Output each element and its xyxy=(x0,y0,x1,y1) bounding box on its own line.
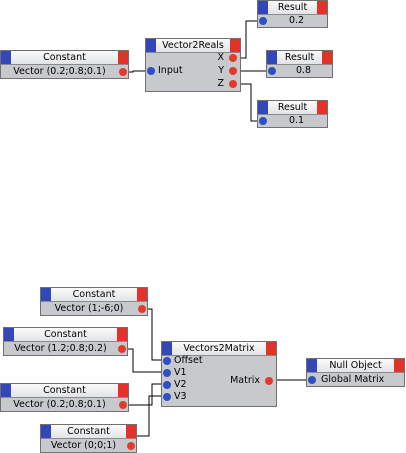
result-node-y[interactable]: Result 0.8 xyxy=(266,50,333,78)
result-node-z[interactable]: Result 0.1 xyxy=(257,100,328,128)
result-value: 0.2 xyxy=(288,15,305,26)
constant-node-4[interactable]: Constant Vector (0;0;1) xyxy=(40,424,137,453)
input-port-v3[interactable] xyxy=(163,393,171,401)
vectors2matrix-node[interactable]: Vectors2Matrix Offset V1 V2 V3 Matrix xyxy=(161,341,277,407)
port-label-z: Z xyxy=(217,78,224,89)
output-port-matrix[interactable] xyxy=(265,377,273,385)
node-title: Vectors2Matrix xyxy=(183,343,255,354)
node-title: Result xyxy=(277,2,308,13)
wire-constant3-to-v2 xyxy=(124,383,166,406)
output-port-y[interactable] xyxy=(229,67,237,75)
port-label-offset: Offset xyxy=(174,355,203,366)
input-port[interactable] xyxy=(268,67,276,75)
input-port-global-matrix[interactable] xyxy=(308,376,316,384)
node-title: Vector2Reals xyxy=(162,40,224,51)
node-title: Constant xyxy=(67,426,110,437)
result-value: 0.8 xyxy=(295,65,312,76)
port-label-v2: V2 xyxy=(174,379,187,390)
input-port-offset[interactable] xyxy=(163,357,171,365)
node-title: Result xyxy=(277,102,308,113)
node-title: Constant xyxy=(72,289,116,300)
node-title: Constant xyxy=(43,52,86,63)
output-port[interactable] xyxy=(119,68,127,76)
port-label-global-matrix: Global Matrix xyxy=(321,374,385,385)
vector2reals-node[interactable]: Vector2Reals Input X Y Z xyxy=(145,38,241,92)
wire-constant2-to-v1 xyxy=(123,348,166,373)
output-port[interactable] xyxy=(138,305,146,313)
port-label-matrix: Matrix xyxy=(230,375,260,386)
constant-node[interactable]: Constant Vector (0.2;0.8;0.1) xyxy=(0,50,129,79)
output-port[interactable] xyxy=(119,401,127,409)
node-title: Result xyxy=(284,52,315,63)
constant-value: Vector (0.2;0.8;0.1) xyxy=(13,66,106,77)
constant-node-3[interactable]: Constant Vector (0.2;0.8;0.1) xyxy=(0,383,129,412)
constant-value: Vector (1;-6;0) xyxy=(54,303,124,314)
result-value: 0.1 xyxy=(288,115,305,126)
node-title: Constant xyxy=(43,385,86,396)
port-label-v1: V1 xyxy=(174,367,187,378)
input-port-v2[interactable] xyxy=(163,381,171,389)
output-port-z[interactable] xyxy=(229,80,237,88)
constant-value: Vector (0;0;1) xyxy=(50,440,117,451)
output-port[interactable] xyxy=(118,345,126,353)
input-port[interactable] xyxy=(259,17,267,25)
port-label-input: Input xyxy=(158,65,183,76)
constant-node-1[interactable]: Constant Vector (1;-6;0) xyxy=(40,287,148,316)
output-port-x[interactable] xyxy=(229,54,237,62)
constant-value: Vector (0.2;0.8;0.1) xyxy=(13,399,106,410)
result-node-x[interactable]: Result 0.2 xyxy=(257,0,328,28)
input-port-v1[interactable] xyxy=(163,369,171,377)
port-label-y: Y xyxy=(218,65,224,76)
constant-value: Vector (1.2;0.8;0.2) xyxy=(14,343,107,354)
port-label-v3: V3 xyxy=(174,391,187,402)
input-port[interactable] xyxy=(147,67,155,75)
node-title: Null Object xyxy=(329,360,382,371)
input-port[interactable] xyxy=(259,117,267,125)
node-title: Constant xyxy=(44,329,87,340)
port-label-x: X xyxy=(217,52,224,63)
constant-node-2[interactable]: Constant Vector (1.2;0.8;0.2) xyxy=(3,327,128,356)
output-port[interactable] xyxy=(127,442,135,450)
null-object-node[interactable]: Null Object Global Matrix xyxy=(306,358,405,387)
